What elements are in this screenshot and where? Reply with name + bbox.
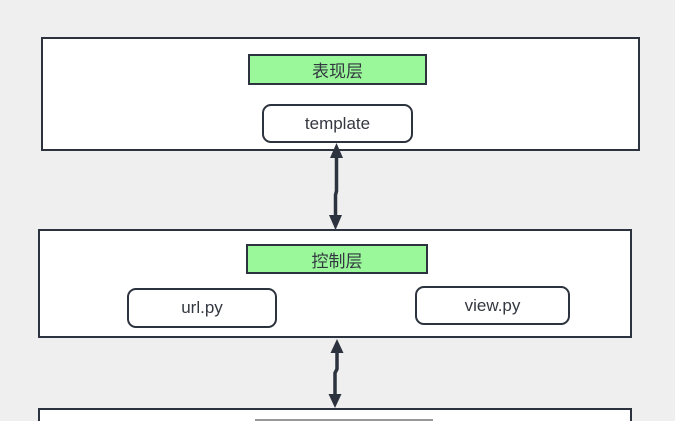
bottom-layer-label-partial [255,419,433,421]
double-arrow-bottom-icon [328,339,344,408]
double-arrow-top-icon [329,143,343,230]
bottom-layer-box [38,408,632,421]
view-py-node: view.py [415,286,570,325]
url-py-node: url.py [127,288,277,328]
template-node: template [262,104,413,143]
control-layer-label: 控制层 [246,244,428,274]
presentation-layer-label: 表现层 [248,54,427,85]
